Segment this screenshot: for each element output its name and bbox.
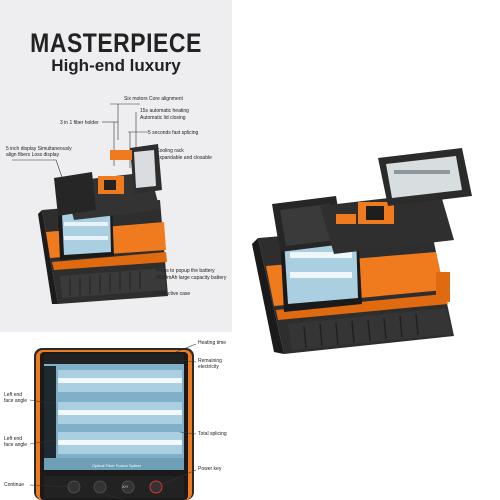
annotation-cooling-rack: Cooling rack [156, 148, 184, 154]
screen-detail-panel: Optical Fiber Fusion Splicer X/Y Heating… [0, 340, 232, 500]
annotation-battery-sub: 6600mAh large capacity battery [156, 275, 227, 281]
splicer-photo-image [252, 148, 472, 354]
annotation-protective-case: Protective case [156, 291, 191, 297]
splicer-product-image [12, 103, 168, 304]
annotation-battery: Press to popup the battery [156, 268, 215, 274]
annotation-display-line2: align fibers Loss display [6, 152, 60, 158]
annotation-continue: Continue [4, 482, 25, 488]
annotation-auto-heating: 15s automatic heating [140, 108, 189, 114]
annotation-power-key: Power key [198, 466, 222, 472]
headline-subtitle: High-end luxury [51, 56, 181, 75]
marketing-panel: MASTERPIECE High-end luxury [0, 0, 232, 332]
annotation-display-line1: 5 inch display Simultaneously [6, 146, 72, 152]
splicer-product-photo [240, 140, 480, 360]
key-xy-label: X/Y [122, 484, 129, 489]
annotation-remaining: Remaining [198, 358, 222, 364]
annotation-left-end-2b: face angle [4, 442, 28, 448]
screen-footer-label: Optical Fiber Fusion Splicer [92, 463, 142, 468]
annotation-xy-toggle: X.Y Display toggle key [126, 494, 176, 500]
annotation-electricity: electricity [198, 364, 219, 370]
annotation-fiber-holder: 3 in 1 fiber holder [60, 120, 99, 126]
annotation-cooling-rack-sub: Expandable and closable [156, 155, 212, 161]
annotation-left-end-1b: face angle [4, 398, 28, 404]
annotation-left-end-2a: Left end [4, 436, 23, 442]
annotation-auto-lid: Automatic lid closing [140, 115, 186, 121]
screen-detail-image [29, 343, 197, 500]
annotation-six-motors: Six motors Core alignment [124, 96, 183, 102]
annotation-total-splicing: Total splicing [198, 431, 227, 437]
annotation-left-end-1a: Left end [4, 392, 23, 398]
headline-title: MASTERPIECE [30, 27, 202, 58]
annotation-heating-time: Heating time [198, 340, 227, 346]
annotation-fast-splicing: 5 seconds fast splicing [148, 130, 199, 136]
